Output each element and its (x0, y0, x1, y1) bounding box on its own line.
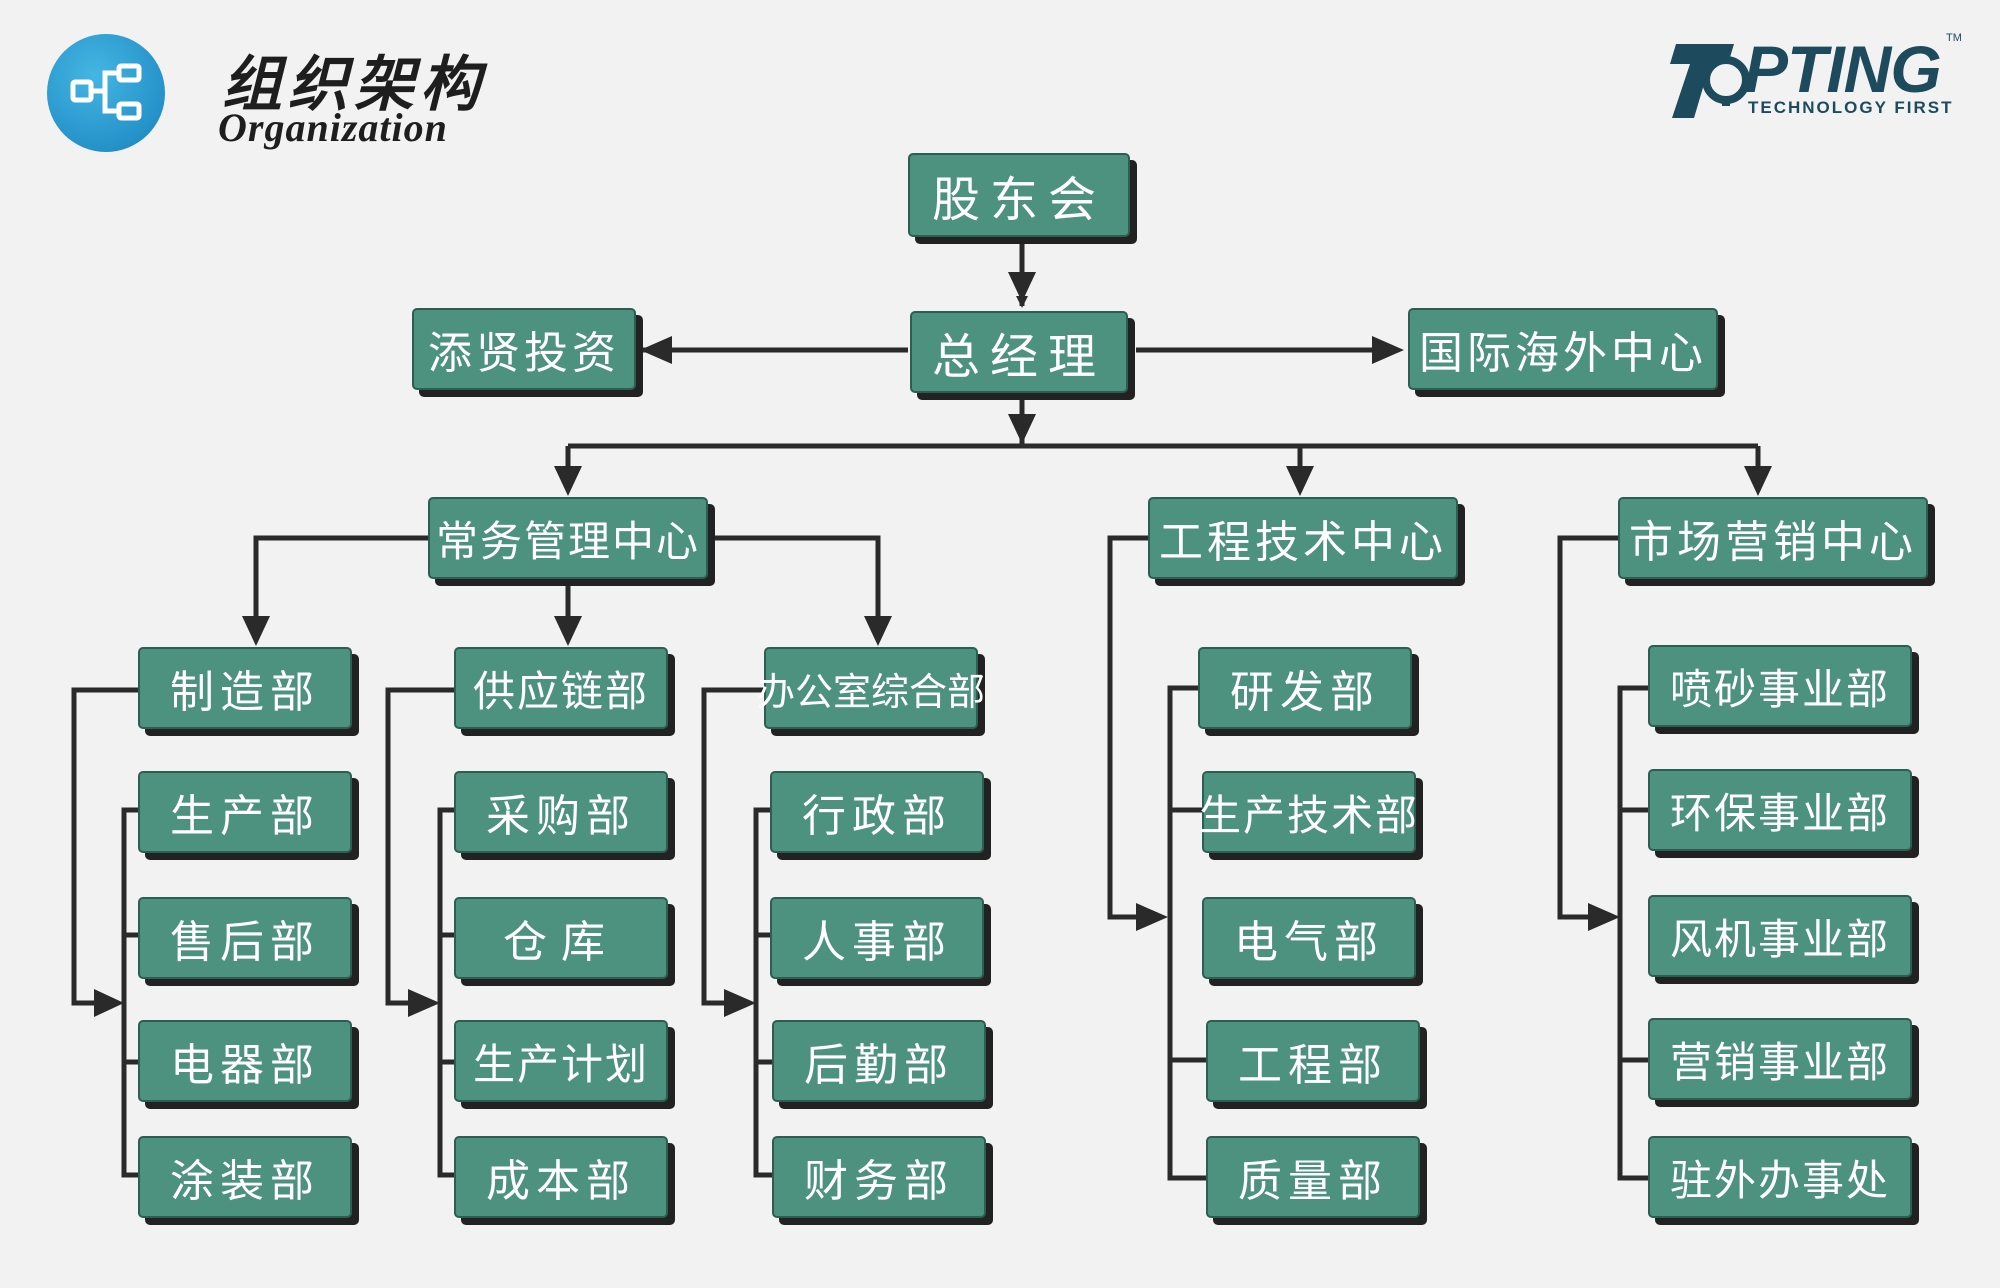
logo-name: PTING (1744, 32, 1942, 106)
node-marketing-center: 市场营销中心 (1618, 497, 1928, 579)
node-engineering-dept: 工程部 (1206, 1020, 1420, 1102)
node-quality-dept: 质量部 (1206, 1136, 1420, 1218)
page-title: 组织架构 (222, 50, 486, 120)
node-finance-dept: 财务部 (772, 1136, 986, 1218)
node-production-dept: 生产部 (138, 771, 352, 853)
node-rnd-dept: 研发部 (1198, 647, 1412, 729)
page-subtitle: Organization (218, 105, 448, 150)
node-warehouse: 仓库 (454, 897, 668, 979)
node-office-general-dept: 办公室综合部 (757, 647, 985, 729)
node-environmental-division: 环保事业部 (1648, 769, 1912, 851)
node-hr-dept: 人事部 (770, 897, 984, 979)
node-general-manager: 总经理 (910, 311, 1128, 393)
node-sandblasting-division: 喷砂事业部 (1648, 645, 1912, 727)
node-electrical-equipment-dept: 电器部 (138, 1020, 352, 1102)
node-cost-dept: 成本部 (454, 1136, 668, 1218)
node-branch-offices: 驻外办事处 (1648, 1136, 1912, 1218)
company-logo: PTING TECHNOLOGY FIRST TM (1664, 32, 1964, 124)
node-after-sales-dept: 售后部 (138, 897, 352, 979)
node-logistics-dept: 后勤部 (772, 1020, 986, 1102)
node-manufacturing-dept: 制造部 (138, 647, 352, 729)
logo-trademark: TM (1946, 32, 1962, 44)
node-supply-chain-dept: 供应链部 (454, 647, 668, 729)
node-electrical-dept: 电气部 (1202, 897, 1416, 979)
node-purchasing-dept: 采购部 (454, 771, 668, 853)
node-production-planning: 生产计划 (454, 1020, 668, 1102)
node-production-tech-dept: 生产技术部 (1199, 771, 1417, 853)
node-shareholders: 股东会 (908, 153, 1130, 237)
node-administration-dept: 行政部 (770, 771, 984, 853)
node-overseas-center: 国际海外中心 (1408, 308, 1718, 390)
logo-tagline: TECHNOLOGY FIRST (1748, 98, 1954, 117)
node-engineering-center: 工程技术中心 (1148, 497, 1458, 579)
logo-gear-icon (1670, 44, 1750, 118)
node-coating-dept: 涂装部 (138, 1136, 352, 1218)
org-chart-icon (47, 34, 165, 152)
node-investment: 添贤投资 (412, 308, 636, 390)
node-fan-division: 风机事业部 (1648, 895, 1912, 977)
node-sales-division: 营销事业部 (1648, 1018, 1912, 1100)
node-admin-center: 常务管理中心 (428, 497, 708, 579)
